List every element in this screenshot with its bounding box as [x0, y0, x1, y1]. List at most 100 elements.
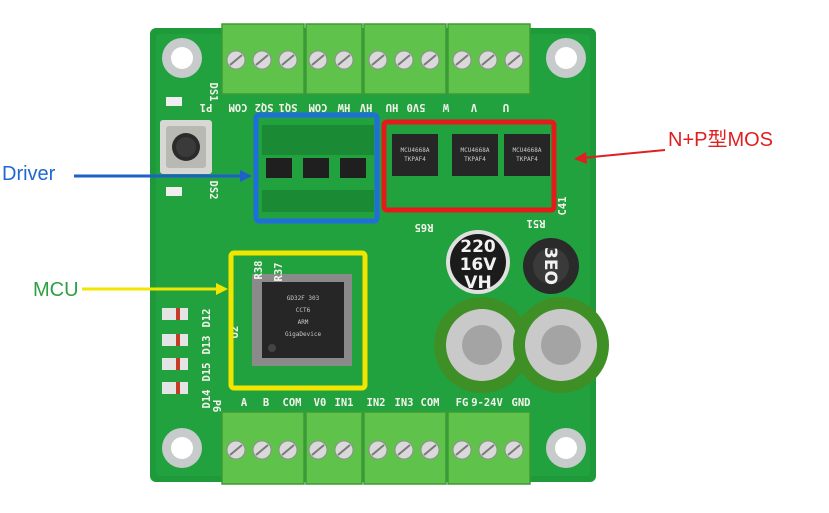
screw-icon — [420, 50, 440, 70]
screw-icon — [278, 50, 298, 70]
silk-label: B — [263, 397, 269, 409]
silk-label: FG — [456, 397, 469, 409]
top-silkscreen-labels: P1 COM SQ2 SQ1 COM HW HV HU 5V0 W V U — [200, 101, 509, 113]
screw-icon — [334, 50, 354, 70]
mcu-chip — [252, 274, 352, 366]
mounting-hole-icon — [162, 428, 202, 468]
screw-icon — [478, 440, 498, 460]
screw-icon — [308, 50, 328, 70]
screw-icon — [252, 50, 272, 70]
screw-icon — [452, 440, 472, 460]
silk-label: HW — [337, 101, 350, 113]
chip-marking: CCT6 — [296, 307, 311, 314]
screw-icon — [478, 50, 498, 70]
mounting-hole-icon — [546, 428, 586, 468]
electrolytic-capacitor-small — [446, 230, 510, 294]
chip-marking: GigaDevice — [285, 331, 322, 338]
push-button — [160, 120, 212, 174]
screw-icon — [394, 440, 414, 460]
silk-label: V — [470, 101, 477, 113]
mos-chips — [392, 134, 550, 176]
silk-label: P6 — [210, 400, 222, 413]
mos-callout-label: N+P型MOS — [668, 129, 774, 151]
silk-label: W — [442, 101, 449, 113]
silk-label: SQ2 — [255, 101, 274, 113]
led-ds1 — [166, 97, 182, 106]
chip-marking: MCU4668A — [401, 147, 430, 154]
silk-label: DS1 — [207, 83, 219, 102]
electrolytic-capacitor-large-1 — [434, 297, 530, 393]
bottom-terminal-blocks — [221, 411, 531, 485]
screw-icon — [368, 50, 388, 70]
screw-icon — [420, 440, 440, 460]
screw-icon — [504, 440, 524, 460]
capacitor-marking: 16V — [460, 255, 498, 275]
diodes — [162, 308, 188, 394]
mcu-arrow-icon — [82, 283, 228, 295]
silk-label: GND — [512, 397, 531, 409]
driver-callout-label: Driver — [2, 163, 56, 185]
mcu-callout-label: MCU — [33, 279, 79, 301]
silk-label: D13 — [201, 336, 213, 355]
top-terminal-blocks — [221, 23, 531, 95]
inductor — [523, 238, 579, 294]
driver-components — [262, 125, 374, 212]
mcu-highlight-box — [228, 250, 368, 391]
silk-label: R51 — [527, 217, 546, 229]
silk-label: IN2 — [367, 397, 386, 409]
screw-icon — [308, 440, 328, 460]
driver-highlight-box — [253, 112, 380, 224]
electrolytic-capacitor-large-2 — [513, 297, 609, 393]
silk-label: U — [503, 101, 509, 113]
silk-label: COM — [283, 397, 302, 409]
silk-label: D15 — [201, 363, 213, 382]
silk-label: 5V0 — [407, 101, 426, 113]
silk-label: D12 — [201, 309, 213, 328]
silk-label: HV — [359, 101, 372, 113]
screw-icon — [504, 50, 524, 70]
silk-label: HU — [386, 101, 399, 113]
silk-label: SQ1 — [279, 101, 298, 113]
silk-label: IN1 — [335, 397, 354, 409]
silk-label: R38 — [253, 261, 265, 280]
screw-icon — [226, 50, 246, 70]
silk-label: COM — [421, 397, 440, 409]
chip-marking: ARM — [298, 319, 309, 326]
chip-marking: TKPAF4 — [516, 156, 538, 163]
mos-arrow-icon — [574, 149, 666, 164]
silk-label: COM — [309, 101, 328, 113]
chip-marking: GD32F 303 — [287, 295, 320, 302]
silk-label: IN3 — [395, 397, 414, 409]
silk-label: V0 — [314, 397, 327, 409]
silk-label: P1 — [200, 101, 213, 113]
chip-marking: MCU4668A — [461, 147, 490, 154]
mos-highlight-box — [381, 119, 557, 213]
silk-label: COM — [229, 101, 248, 113]
silk-label: D14 — [201, 390, 213, 409]
screw-icon — [334, 440, 354, 460]
mounting-hole-icon — [546, 38, 586, 78]
silk-label: C41 — [557, 197, 569, 216]
inductor-marking: 3EO — [540, 247, 560, 285]
led-ds2 — [166, 187, 182, 196]
chip-marking: MCU4668A — [513, 147, 542, 154]
screw-icon — [226, 440, 246, 460]
mounting-hole-icon — [162, 38, 202, 78]
screw-icon — [368, 440, 388, 460]
screw-icon — [394, 50, 414, 70]
silk-label: R37 — [273, 263, 285, 282]
capacitor-marking: VH — [464, 273, 491, 293]
capacitor-marking: 220 — [460, 237, 496, 257]
screw-icon — [278, 440, 298, 460]
silk-label: A — [241, 397, 248, 409]
screw-icon — [452, 50, 472, 70]
screw-icon — [252, 440, 272, 460]
chip-marking: TKPAF4 — [464, 156, 486, 163]
silk-label: DS2 — [207, 181, 219, 200]
driver-arrow-icon — [74, 170, 252, 182]
silk-label: 9-24V — [471, 397, 503, 409]
silk-label: R65 — [415, 221, 434, 233]
